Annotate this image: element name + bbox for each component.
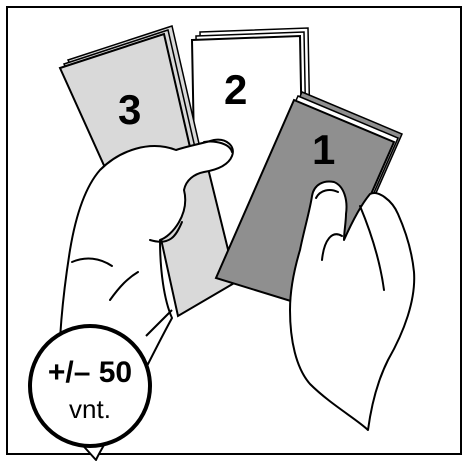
quantity-badge: +/– 50 vnt.	[28, 324, 152, 448]
badge-unit: vnt.	[69, 394, 111, 424]
stack-2-number: 2	[224, 66, 247, 113]
stack-1-number: 1	[312, 126, 335, 173]
badge-amount: +/– 50	[48, 356, 132, 389]
stack-3-number: 3	[118, 86, 141, 133]
badge-leader-line	[145, 309, 173, 337]
right-hand	[289, 180, 416, 431]
